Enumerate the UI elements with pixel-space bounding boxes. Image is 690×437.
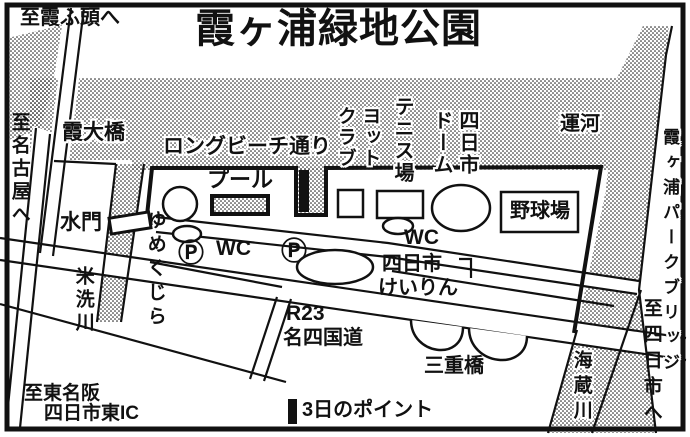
label-canal: 運河 — [560, 113, 600, 135]
map-frame — [4, 2, 686, 432]
label-yokkaichi-higashi-ic: 四日市東IC — [44, 403, 140, 424]
label-yonearai-river: 米洗川 — [72, 266, 94, 335]
label-kaizo-river: 海蔵川 — [570, 350, 592, 425]
label-wc-west: WC — [216, 237, 251, 260]
dome-shape — [430, 183, 492, 233]
label-baseball-field: 野球場 — [510, 200, 570, 222]
label-to-nagoya: 至名古屋へ — [8, 112, 30, 227]
label-yokkaichi-dome: 四日市 ドーム — [430, 110, 478, 176]
park-border — [144, 164, 604, 334]
yacht-club-shape — [336, 188, 365, 219]
label-pool: プール — [207, 167, 274, 192]
label-to-kasumi-wharf: 至霞ふ頭へ — [20, 7, 120, 29]
bridge-arch — [409, 319, 465, 352]
label-park-bridge: 霞ヶ浦パークブリッジ — [660, 128, 680, 378]
label-to-higashimeihan: 至東名阪 — [24, 383, 101, 404]
label-yume-kujira: ゆめくじら — [144, 210, 166, 330]
label-mie-bridge: 三重橋 — [424, 355, 484, 377]
parking-icon: Ⓟ — [178, 238, 205, 268]
label-keirin-line1: 四日市 — [382, 253, 442, 275]
label-sluice-gate: 水門 — [60, 211, 102, 234]
yume-kujira-shape — [161, 185, 199, 223]
map-title: 霞ヶ浦緑地公園 — [195, 7, 482, 51]
label-wc-east: WC — [404, 226, 439, 249]
sluice-gate-shape — [107, 210, 153, 236]
bridge-arch — [467, 327, 529, 362]
water-yonearai — [97, 164, 144, 322]
legend-label: 3日のポイント — [302, 399, 434, 421]
label-yacht-club: ヨット クラブ — [334, 106, 381, 169]
label-kasumi-ohashi: 霞大橋 — [62, 121, 125, 144]
pool-shape — [210, 194, 270, 216]
label-keirin-line2: けいりん — [378, 277, 458, 299]
park-bridge-road — [639, 8, 686, 433]
water-canal — [30, 78, 616, 190]
legend-marker — [288, 399, 297, 424]
tennis-court-shape — [375, 189, 425, 220]
day3-point-marker — [299, 170, 309, 212]
parking-icon: Ⓟ — [281, 236, 308, 266]
keirin-track-shape — [295, 248, 375, 286]
label-route-r23: R23 — [286, 302, 325, 325]
label-long-beach-street: ロングビーチ通り — [163, 135, 331, 158]
label-meishi-road: 名四国道 — [283, 327, 363, 349]
label-tennis-court: テニス場 — [391, 96, 413, 184]
baseball-field-box — [499, 190, 580, 234]
label-to-yokkaichi: 至四日市へ — [640, 298, 662, 428]
